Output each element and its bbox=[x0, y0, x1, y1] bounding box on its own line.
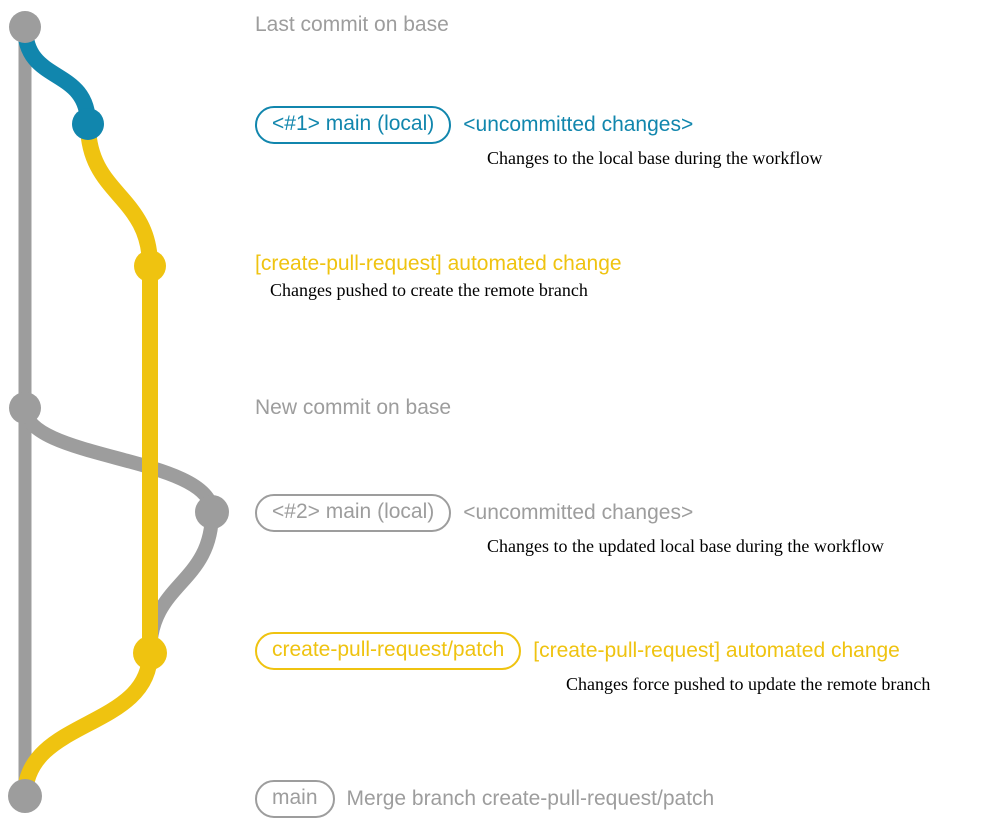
badge-line-merge: main Merge branch create-pull-request/pa… bbox=[255, 780, 715, 819]
badge-line-local-2: <#2> main (local) <uncommitted changes> bbox=[255, 494, 884, 533]
commit-description-patch-1: Changes pushed to create the remote bran… bbox=[270, 280, 588, 300]
commit-subject-merge: Merge branch create-pull-request/patch bbox=[346, 787, 715, 811]
caption-new-commit-on-base: New commit on base bbox=[255, 396, 452, 419]
branch-badge-main[interactable]: main bbox=[255, 780, 335, 819]
commit-node-patch-1[interactable] bbox=[134, 250, 166, 282]
commit-node-merge-main[interactable] bbox=[8, 779, 42, 813]
annotation-commit-local-2: <#2> main (local) <uncommitted changes> … bbox=[255, 494, 884, 557]
commit-description-local-2: Changes to the updated local base during… bbox=[487, 536, 884, 557]
edge-base-to-local bbox=[17, 19, 96, 132]
edge-base-to-updated-local bbox=[18, 401, 219, 519]
branch-badge-local-2[interactable]: <#2> main (local) bbox=[255, 494, 452, 533]
annotation-merge-main: main Merge branch create-pull-request/pa… bbox=[255, 780, 715, 819]
git-graph bbox=[8, 11, 229, 813]
annotation-last-commit-on-base: Last commit on base bbox=[255, 13, 449, 37]
commit-node-patch-2[interactable] bbox=[133, 636, 167, 670]
branch-badge-local-1[interactable]: <#1> main (local) bbox=[255, 106, 452, 145]
commit-subject-patch-1: [create-pull-request] automated change bbox=[255, 252, 622, 275]
annotation-commit-patch-1: [create-pull-request] automated change C… bbox=[255, 252, 622, 301]
annotation-commit-local-1: <#1> main (local) <uncommitted changes> … bbox=[255, 106, 822, 169]
commit-subject-local-1: <uncommitted changes> bbox=[463, 113, 694, 137]
commit-node-last-commit-on-base[interactable] bbox=[9, 11, 41, 43]
annotation-commit-patch-2: create-pull-request/patch [create-pull-r… bbox=[255, 632, 930, 695]
edge-local-to-patch bbox=[80, 116, 158, 274]
commit-description-local-1: Changes to the local base during the wor… bbox=[487, 148, 823, 169]
caption-last-commit-on-base: Last commit on base bbox=[255, 13, 449, 36]
commit-node-local-1[interactable] bbox=[72, 108, 104, 140]
branch-badge-patch[interactable]: create-pull-request/patch bbox=[255, 632, 522, 671]
badge-line-local-1: <#1> main (local) <uncommitted changes> bbox=[255, 106, 822, 145]
annotation-new-commit-on-base: New commit on base bbox=[255, 396, 451, 420]
commit-subject-local-2: <uncommitted changes> bbox=[463, 501, 694, 525]
badge-line-patch-2: create-pull-request/patch [create-pull-r… bbox=[255, 632, 930, 671]
badge-line-patch-1: [create-pull-request] automated change bbox=[255, 252, 622, 276]
commit-subject-patch-2: [create-pull-request] automated change bbox=[533, 639, 900, 663]
commit-description-patch-2: Changes force pushed to update the remot… bbox=[566, 674, 931, 695]
commit-node-local-2[interactable] bbox=[195, 495, 229, 529]
edge-patch-merge-to-base bbox=[17, 645, 158, 804]
commit-node-new-commit-on-base[interactable] bbox=[9, 392, 41, 424]
